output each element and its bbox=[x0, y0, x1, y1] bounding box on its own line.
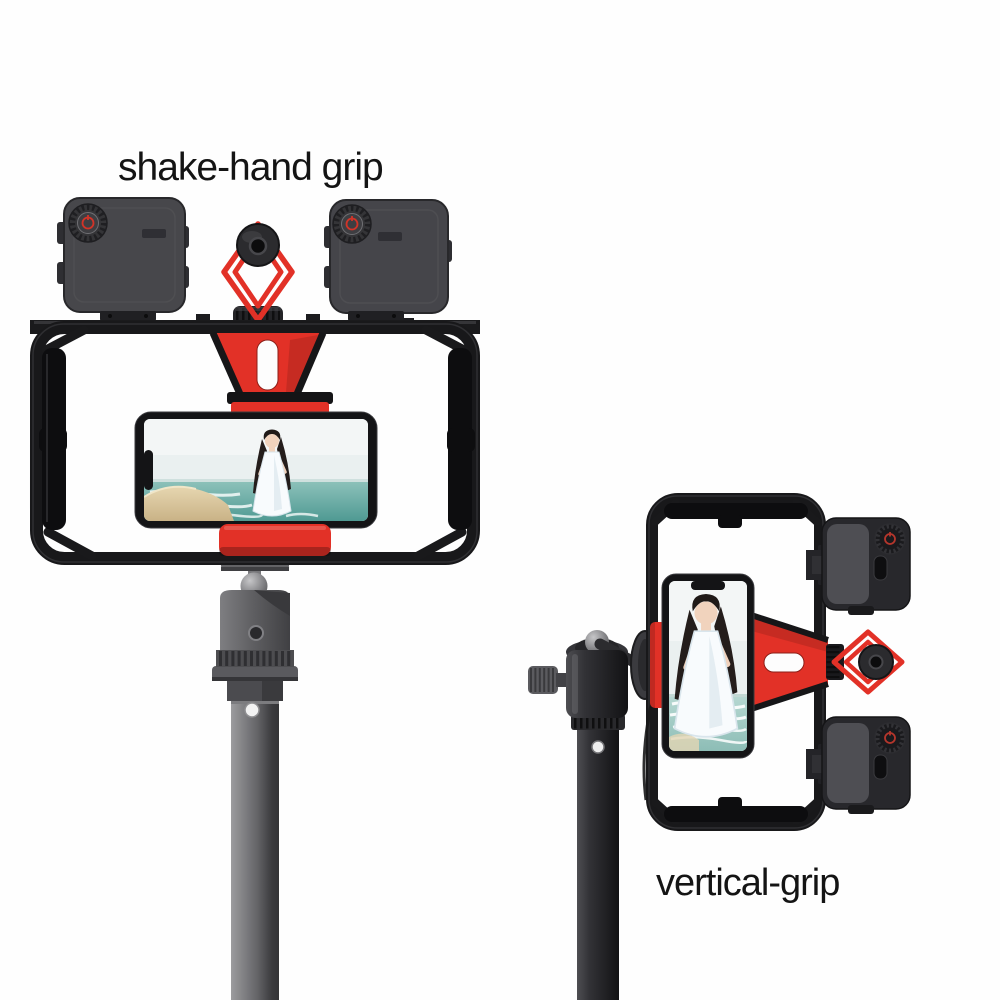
led-power-dial-icon bbox=[873, 721, 907, 755]
led-light-right bbox=[324, 199, 452, 327]
led-light-bottom-right bbox=[806, 716, 911, 814]
phone-mount-bracket-horizontal bbox=[209, 331, 333, 415]
phone-notch bbox=[691, 581, 725, 590]
cage-frame-horizontal bbox=[30, 311, 480, 565]
label-shake-hand-grip: shake-hand grip bbox=[118, 146, 384, 189]
horizontal-rig bbox=[30, 197, 480, 1000]
extension-pole-right bbox=[571, 714, 625, 1000]
phone-notch bbox=[144, 450, 153, 490]
pole-thumb-screw-hole bbox=[244, 702, 260, 718]
phone-screen-beach-scene bbox=[144, 419, 368, 521]
microphone-horizontal bbox=[221, 221, 295, 332]
led-power-dial-icon bbox=[69, 204, 107, 242]
ball-head-right bbox=[528, 630, 660, 718]
led-brand-label bbox=[378, 232, 402, 241]
hand-grip-bottom bbox=[664, 806, 808, 822]
ball-head-left bbox=[212, 556, 298, 701]
bracket-adjustment-slot bbox=[256, 339, 279, 391]
led-brand-label bbox=[142, 229, 166, 238]
led-power-dial-icon bbox=[333, 205, 371, 243]
extension-pole-left bbox=[231, 700, 279, 1000]
microphone-vertical bbox=[826, 629, 905, 695]
bottom-clamp-horizontal bbox=[219, 524, 331, 556]
bracket-adjustment-slot bbox=[763, 652, 805, 673]
led-light-left bbox=[57, 197, 189, 327]
smartphone-vertical bbox=[661, 573, 755, 759]
ball-head-screw-hole bbox=[248, 625, 264, 641]
mic-shock-mount bbox=[831, 629, 905, 695]
pole-thumb-screw-hole bbox=[591, 740, 605, 754]
smartphone-horizontal bbox=[134, 411, 378, 529]
led-light-top-right bbox=[806, 517, 911, 615]
hand-grip-top bbox=[664, 503, 808, 519]
phone-screen-beach-scene bbox=[669, 581, 747, 751]
phone-mount-bracket-vertical bbox=[650, 611, 829, 713]
label-vertical-grip: vertical-grip bbox=[656, 862, 840, 904]
vertical-rig bbox=[528, 493, 911, 1000]
led-power-dial-icon bbox=[873, 522, 907, 556]
